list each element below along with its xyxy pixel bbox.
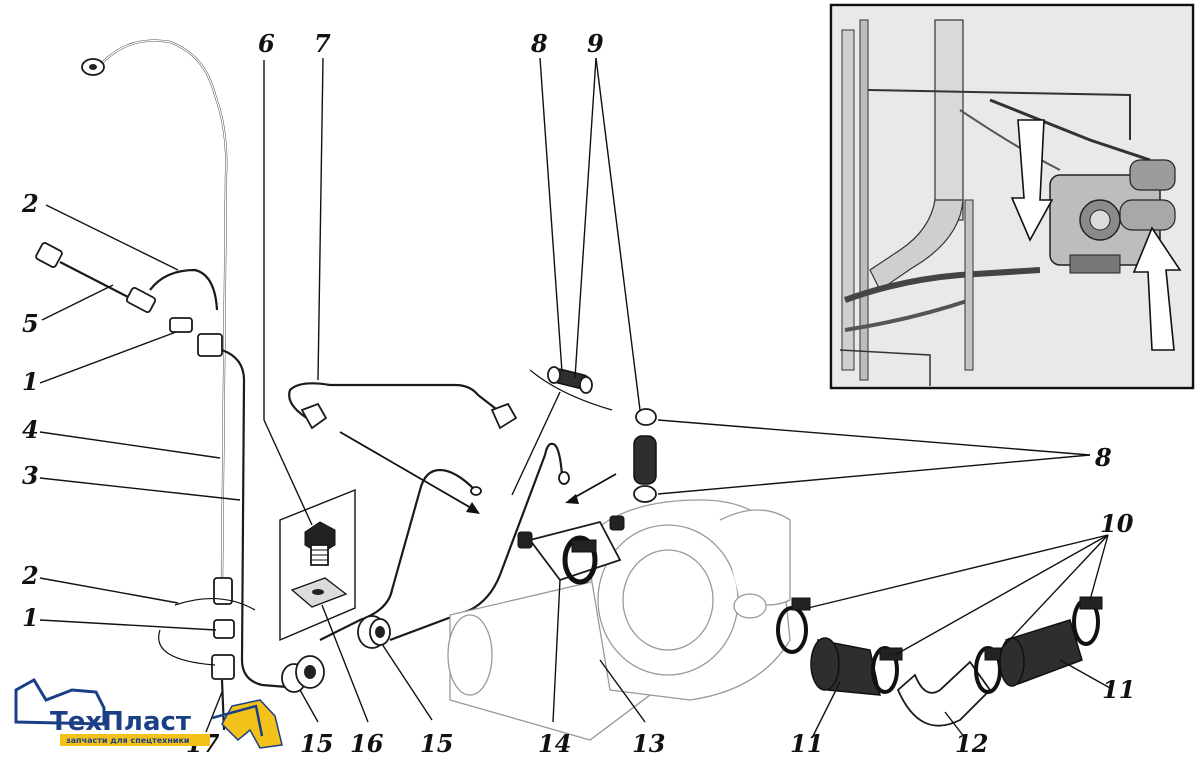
callout-1-lower: 1	[22, 603, 39, 632]
callout-labels: 2 5 1 4 3 2 1 6 7 8 9 8 10 11 11 12 13 1…	[21, 29, 1135, 758]
callout-6: 6	[258, 29, 275, 58]
pipe-part-5	[35, 242, 157, 314]
leader-lines	[39, 57, 1111, 739]
callout-16: 16	[350, 729, 384, 758]
callout-5: 5	[22, 309, 39, 338]
company-logo: ТехПласт запчасти для спецтехники	[14, 677, 283, 749]
callout-8-top: 8	[530, 29, 548, 58]
callout-11-right: 11	[1102, 675, 1135, 704]
logo-name: ТехПласт	[50, 707, 191, 737]
callout-15-left: 15	[300, 729, 333, 758]
direction-arrow-right	[565, 473, 617, 504]
callout-12: 12	[955, 729, 988, 758]
callout-15-right: 15	[420, 729, 453, 758]
callout-14: 14	[538, 729, 571, 758]
pipe-part-2-upper	[149, 268, 219, 311]
callout-1-upper: 1	[22, 367, 39, 396]
fitting-part-1-upper	[169, 317, 223, 357]
logo-tagline: запчасти для спецтехники	[66, 736, 190, 745]
heater-body	[447, 499, 791, 741]
callout-2-upper: 2	[21, 189, 39, 218]
fuel-pipe-long	[81, 39, 228, 581]
callout-3: 3	[22, 461, 39, 490]
callout-9: 9	[587, 29, 604, 58]
callout-8-right: 8	[1094, 443, 1112, 472]
callout-4: 4	[22, 415, 39, 444]
nut-part-15-right	[357, 615, 391, 649]
callout-7: 7	[314, 29, 331, 58]
heater-pipes	[319, 442, 570, 642]
direction-arrow-left	[339, 431, 480, 514]
nut-part-15-left	[281, 655, 325, 693]
callout-2-lower: 2	[21, 561, 39, 590]
callout-10: 10	[1100, 509, 1134, 538]
hose-part-8	[633, 408, 657, 503]
hose-clip-detail	[511, 366, 613, 496]
callout-13: 13	[632, 729, 665, 758]
callout-11-left: 11	[790, 729, 823, 758]
installation-inset	[829, 3, 1195, 390]
bolt-washer-panel	[279, 488, 356, 642]
hose-assembly-right	[776, 596, 1103, 727]
pipe-part-7	[288, 382, 518, 430]
pipe-part-3	[221, 348, 301, 690]
